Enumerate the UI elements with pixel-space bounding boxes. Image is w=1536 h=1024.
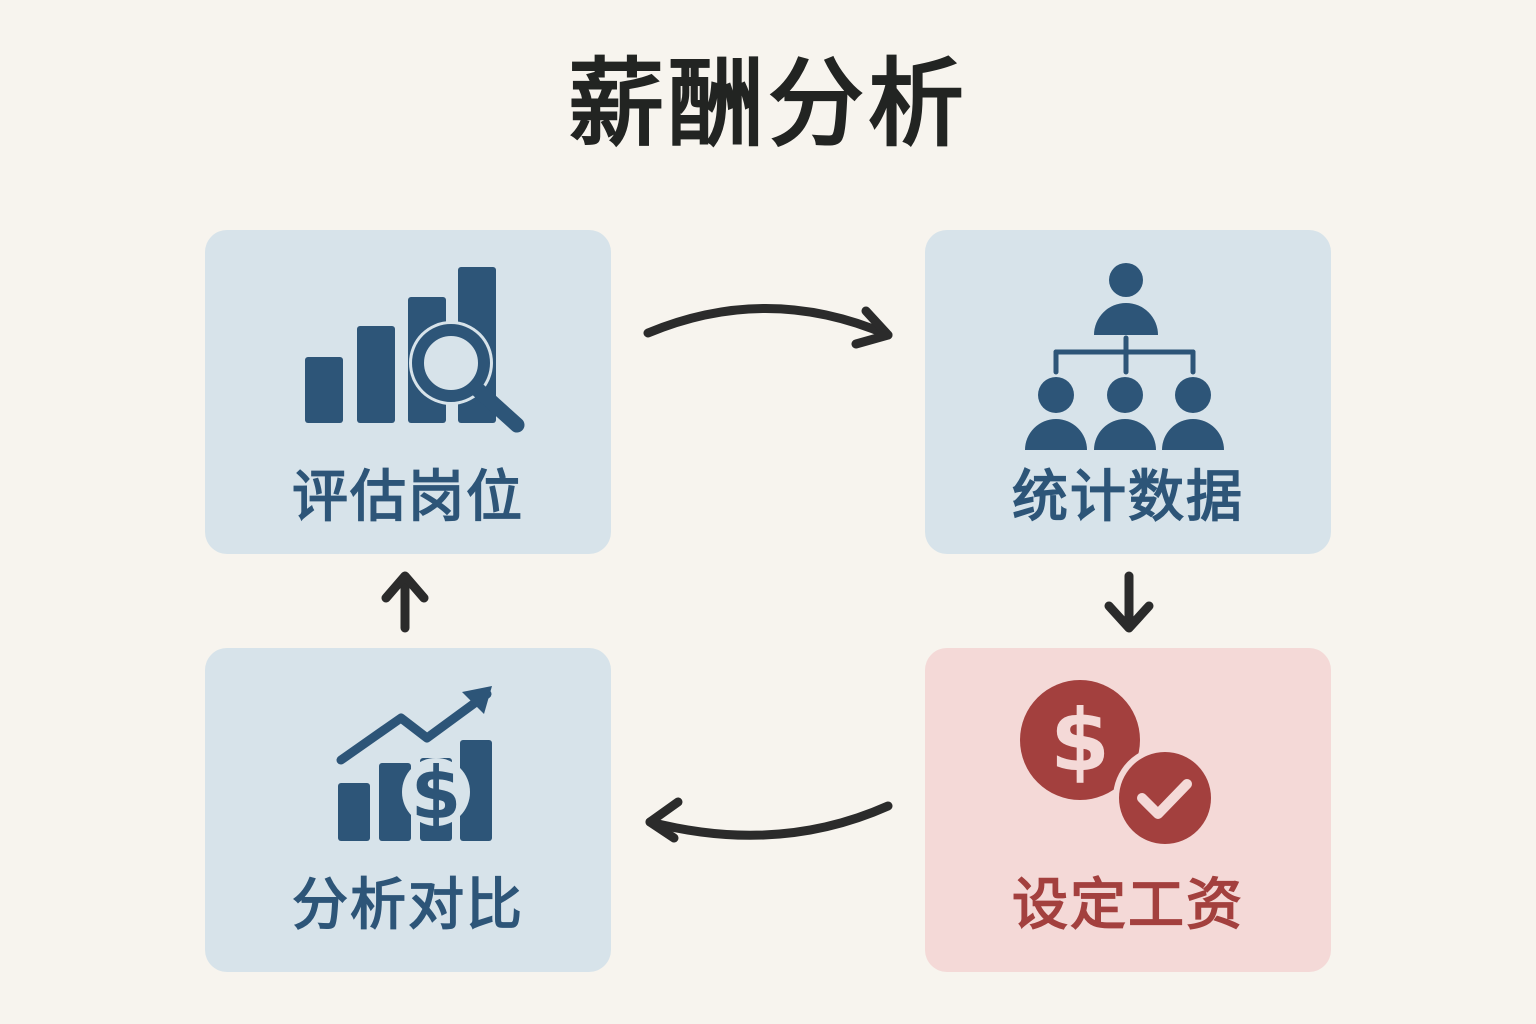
arrow-right-icon xyxy=(643,304,893,349)
bar-chart-magnifier-icon xyxy=(305,267,525,433)
svg-text:$: $ xyxy=(1050,691,1110,791)
step-label-set-salary: 设定工资 xyxy=(1012,873,1244,938)
step-label-analyze-compare: 分析对比 xyxy=(292,873,524,938)
arrow-up-icon xyxy=(381,571,429,633)
svg-text:$: $ xyxy=(411,751,461,835)
step-card-evaluate-position: 评估岗位 xyxy=(205,230,611,554)
org-chart-people-icon xyxy=(1025,263,1224,450)
page-title: 薪酬分析 xyxy=(568,48,968,160)
step-card-analyze-compare: $ 分析对比 xyxy=(205,648,611,972)
step-card-collect-data: 统计数据 xyxy=(925,230,1331,554)
dollar-coin-check-icon: $ xyxy=(1020,680,1217,850)
rising-chart-dollar-icon: $ xyxy=(336,686,492,841)
arrow-down-icon xyxy=(1104,571,1154,633)
step-label-collect-data: 统计数据 xyxy=(1012,465,1244,530)
step-card-set-salary: $ 设定工资 xyxy=(925,648,1331,972)
step-label-evaluate-position: 评估岗位 xyxy=(292,465,524,530)
arrow-left-icon xyxy=(645,797,893,843)
